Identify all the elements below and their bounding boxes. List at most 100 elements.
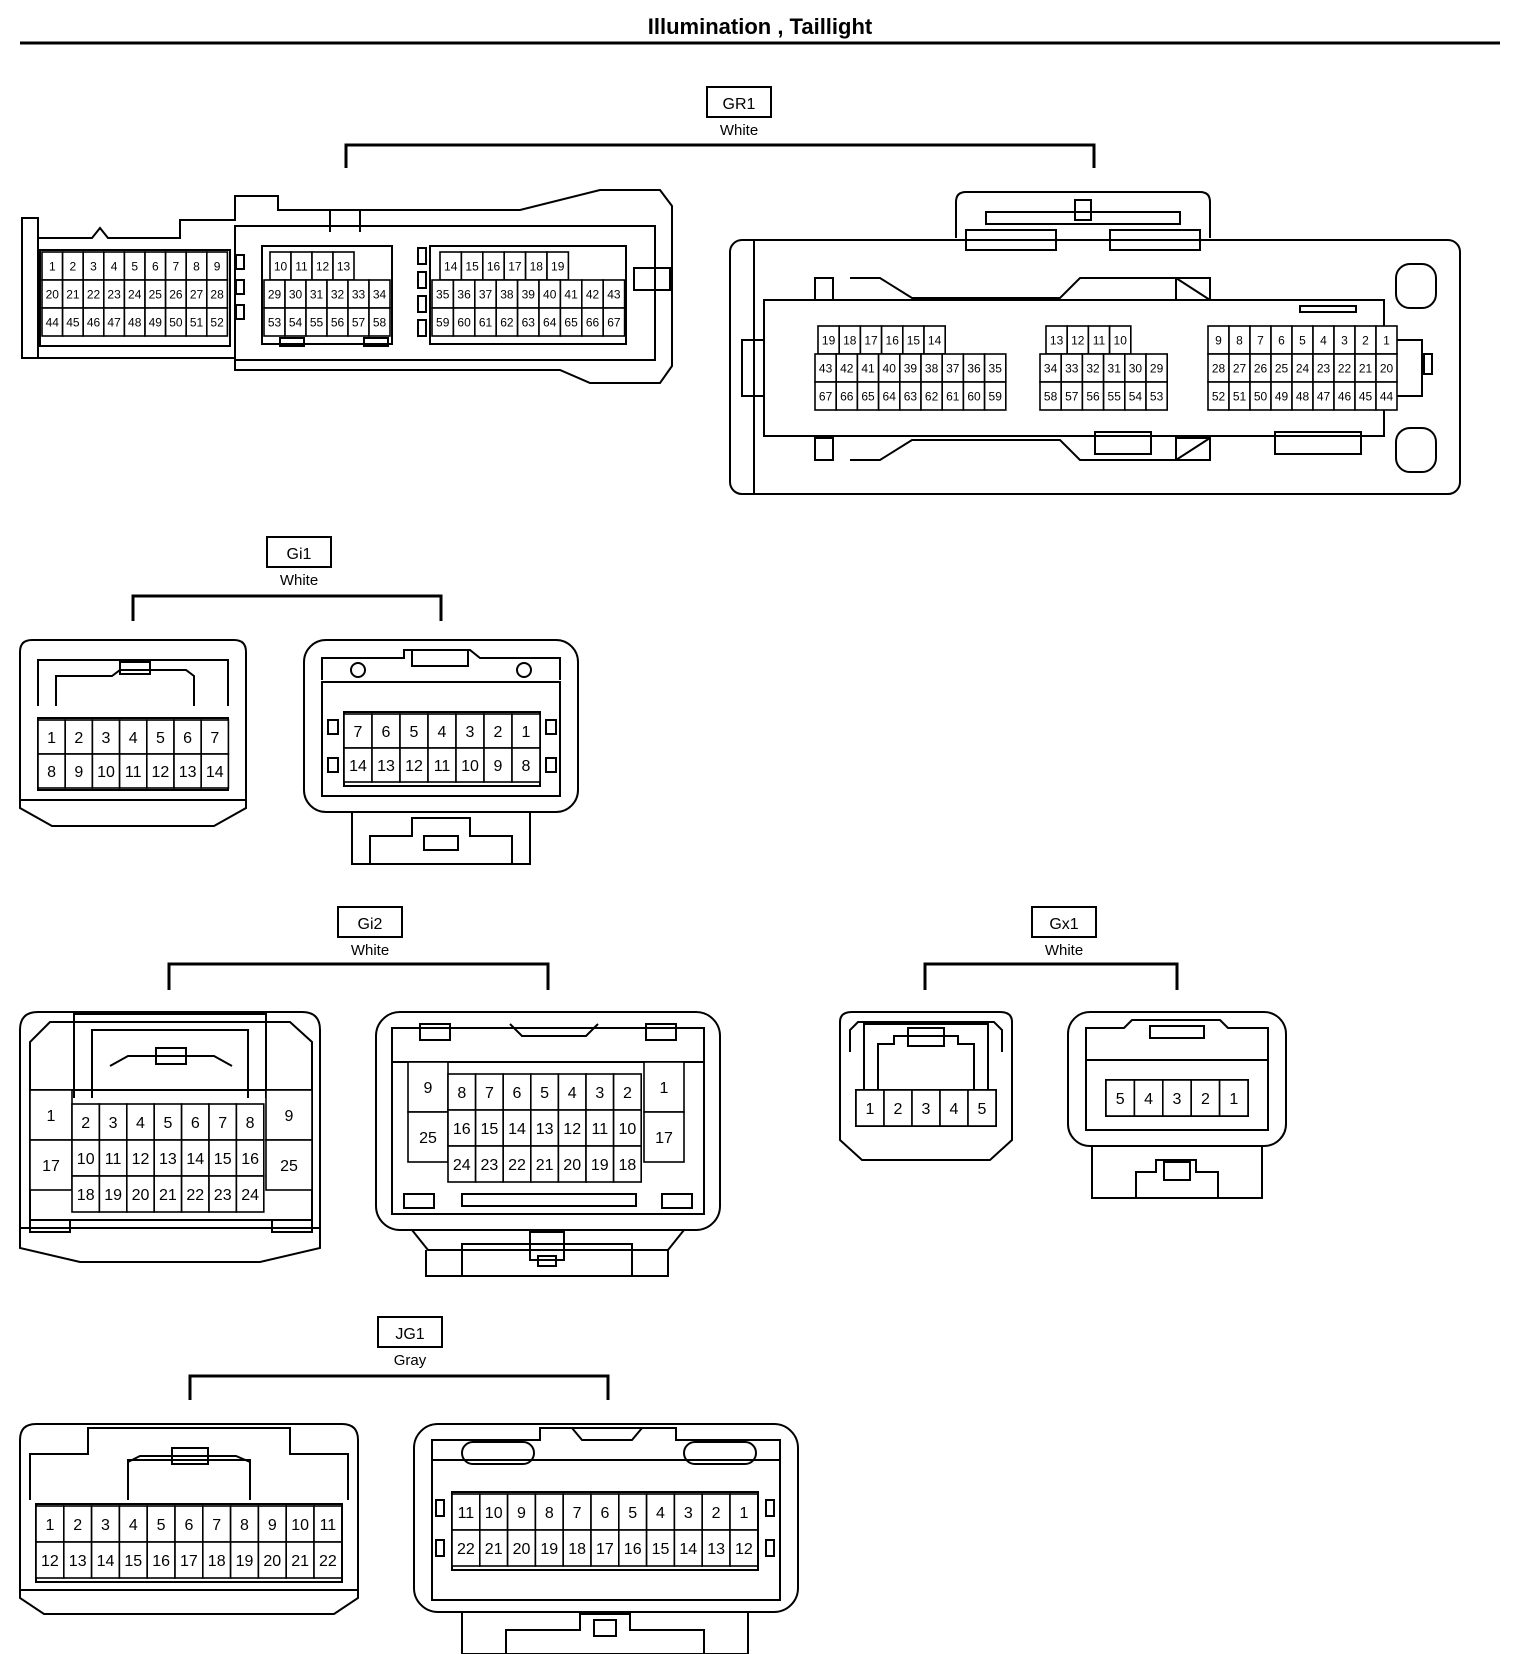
pin-cell-24: 24 [235, 1175, 265, 1213]
pin-number: 50 [169, 315, 183, 329]
pin-cell-11: 11 [585, 1109, 615, 1147]
pin-number: 6 [513, 1085, 522, 1102]
pin-cell-5: 5 [153, 1103, 183, 1141]
pin-number: 8 [47, 764, 56, 781]
pin-cell-14: 14 [923, 325, 947, 355]
pin-cell-40: 40 [877, 353, 901, 383]
pin-cell-9: 9 [483, 747, 513, 783]
pin-number: 60 [457, 315, 471, 329]
pin-cell-13: 13 [173, 753, 203, 789]
pin-number: 22 [319, 1553, 337, 1570]
pin-number: 61 [479, 315, 493, 329]
pin-cell-7: 7 [202, 1505, 232, 1543]
pin-cell-14: 14 [439, 251, 463, 281]
pin-number: 8 [457, 1085, 466, 1102]
pin-number: 23 [481, 1157, 499, 1174]
pin-cell-45: 45 [1354, 381, 1377, 411]
pin-cell-3: 3 [455, 713, 485, 749]
pin-cell-20: 20 [1375, 353, 1398, 383]
pin-cell-12: 12 [1066, 325, 1090, 355]
pin-number: 22 [457, 1541, 475, 1558]
pin-number: 58 [373, 315, 387, 329]
pin-number: 23 [1317, 361, 1331, 375]
pin-number: 17 [508, 259, 522, 273]
pin-cell-2: 2 [61, 251, 84, 281]
pin-number: 44 [46, 315, 60, 329]
pin-cell-14: 14 [673, 1529, 704, 1567]
pin-cell-18: 18 [612, 1145, 642, 1183]
pin-cell-49: 49 [1270, 381, 1293, 411]
pin-number: 16 [886, 333, 900, 347]
pin-cell-63: 63 [898, 381, 922, 411]
pin-cell-26: 26 [164, 279, 188, 309]
pin-number: 2 [623, 1085, 632, 1102]
pin-cell-3: 3 [1333, 325, 1356, 355]
connector-color: White [720, 122, 758, 139]
pin-cell-21: 21 [478, 1529, 509, 1567]
pin-number: 10 [619, 1121, 637, 1138]
pin-cell-25: 25 [144, 279, 167, 309]
pin-number: 16 [152, 1553, 170, 1570]
pin-number: 11 [1093, 333, 1106, 347]
pin-number: 34 [373, 287, 387, 301]
pin-cell-2: 2 [71, 1103, 101, 1141]
pin-number: 59 [989, 389, 1003, 403]
pin-cell-20: 20 [557, 1145, 587, 1183]
pin-number: 3 [922, 1101, 931, 1118]
pin-number: 19 [236, 1553, 254, 1570]
pin-number: 4 [950, 1101, 959, 1118]
pin-number: 5 [163, 1115, 172, 1132]
connector-code: Gx1 [1049, 916, 1078, 933]
pin-cell-38: 38 [495, 279, 519, 309]
connector-color: White [280, 572, 318, 589]
pin-cell-50: 50 [164, 307, 188, 337]
pin-number: 9 [494, 758, 503, 775]
pin-number: 26 [169, 287, 183, 301]
pin-number: 8 [246, 1115, 255, 1132]
pin-number: 30 [289, 287, 303, 301]
pin-cell-8: 8 [229, 1505, 260, 1543]
pin-cell-36: 36 [452, 279, 476, 309]
pin-cell-64: 64 [538, 307, 562, 337]
pin-cell-4: 4 [427, 713, 457, 749]
pin-number: 2 [894, 1101, 903, 1118]
pin-cell-12: 12 [399, 747, 429, 783]
pin-number: 14 [444, 259, 458, 273]
pin-number: 67 [607, 315, 621, 329]
pin-cell-22: 22 [82, 279, 105, 309]
pin-cell-2: 2 [883, 1089, 913, 1127]
gx1-male-housing [839, 1011, 1013, 1161]
pin-number: 20 [1380, 361, 1394, 375]
pin-number: 28 [210, 287, 224, 301]
pin-cell-10: 10 [478, 1493, 509, 1531]
pin-cell-9: 9 [64, 753, 94, 789]
pin-number: 4 [1144, 1091, 1153, 1108]
pin-cell-12: 12 [126, 1139, 156, 1177]
pin-number: 16 [453, 1121, 471, 1138]
pin-number: 2 [1201, 1091, 1210, 1108]
pin-number: 34 [1044, 361, 1058, 375]
pair-bracket [131, 594, 443, 621]
pin-number: 1 [866, 1101, 875, 1118]
pin-number: 38 [500, 287, 514, 301]
pin-number: 12 [152, 764, 170, 781]
pin-cell-42: 42 [835, 353, 859, 383]
pin-number: 9 [214, 259, 221, 273]
pin-number: 3 [90, 259, 97, 273]
pin-cell-6: 6 [174, 1505, 204, 1543]
pin-cell-9: 9 [265, 1089, 313, 1141]
pin-number: 37 [946, 361, 960, 375]
pin-number: 33 [1065, 361, 1079, 375]
pin-number: 12 [405, 758, 423, 775]
pin-number: 11 [295, 259, 308, 273]
pin-cell-5: 5 [399, 713, 429, 749]
pin-cell-62: 62 [920, 381, 944, 411]
pin-number: 15 [481, 1121, 499, 1138]
pin-number: 43 [607, 287, 621, 301]
pin-cell-11: 11 [1087, 325, 1111, 355]
pin-number: 57 [352, 315, 366, 329]
pin-cell-17: 17 [503, 251, 527, 281]
